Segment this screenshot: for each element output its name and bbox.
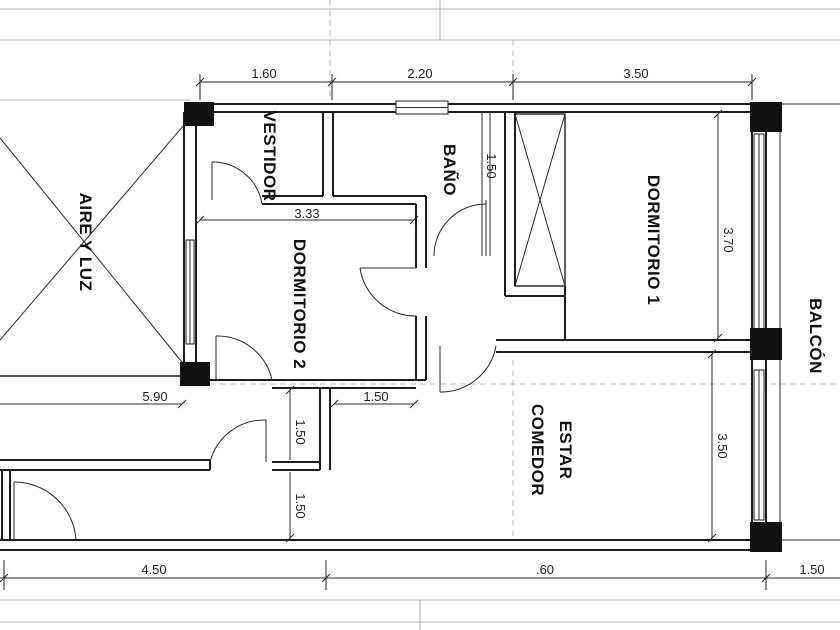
room-label-vestidor: VESTIDOR — [260, 111, 279, 202]
dim-hall-2: 1.50 — [293, 493, 308, 518]
bottom-dimension-line — [0, 560, 840, 590]
dim-top-2: 2.20 — [407, 66, 432, 81]
room-label-aire-y-luz: AIRE Y LUZ — [76, 193, 95, 292]
room-label-dormitorio-2: DORMITORIO 2 — [290, 239, 309, 369]
dim-bano-height: 1.50 — [484, 153, 499, 178]
dim-bottom-2: .60 — [536, 562, 554, 577]
dim-top-3: 3.50 — [623, 66, 648, 81]
doors — [13, 161, 497, 541]
dim-bottom-3: 1.50 — [799, 562, 824, 577]
walls — [0, 100, 840, 551]
room-label-bano: BAÑO — [440, 144, 460, 196]
dim-hall-1: 1.50 — [293, 419, 308, 444]
room-label-balcon: BALCÓN — [806, 298, 825, 374]
columns — [180, 102, 782, 552]
top-dimension-line — [195, 74, 757, 100]
room-label-comedor: COMEDOR — [528, 404, 547, 496]
dim-estar-height: 3.50 — [715, 433, 730, 458]
dim-dormitorio-1-height: 3.70 — [721, 227, 736, 252]
room-label-estar: ESTAR — [556, 421, 575, 480]
dim-left-width: 5.90 — [142, 389, 167, 404]
aire-y-luz-void — [0, 117, 191, 377]
dim-top-1: 1.60 — [251, 66, 276, 81]
dim-hall-width: 1.50 — [363, 389, 388, 404]
dim-dormitorio-2-width: 3.33 — [294, 206, 319, 221]
dim-bottom-1: 4.50 — [141, 562, 166, 577]
interior-dimension-lines — [0, 109, 723, 543]
room-label-dormitorio-1: DORMITORIO 1 — [644, 175, 663, 305]
